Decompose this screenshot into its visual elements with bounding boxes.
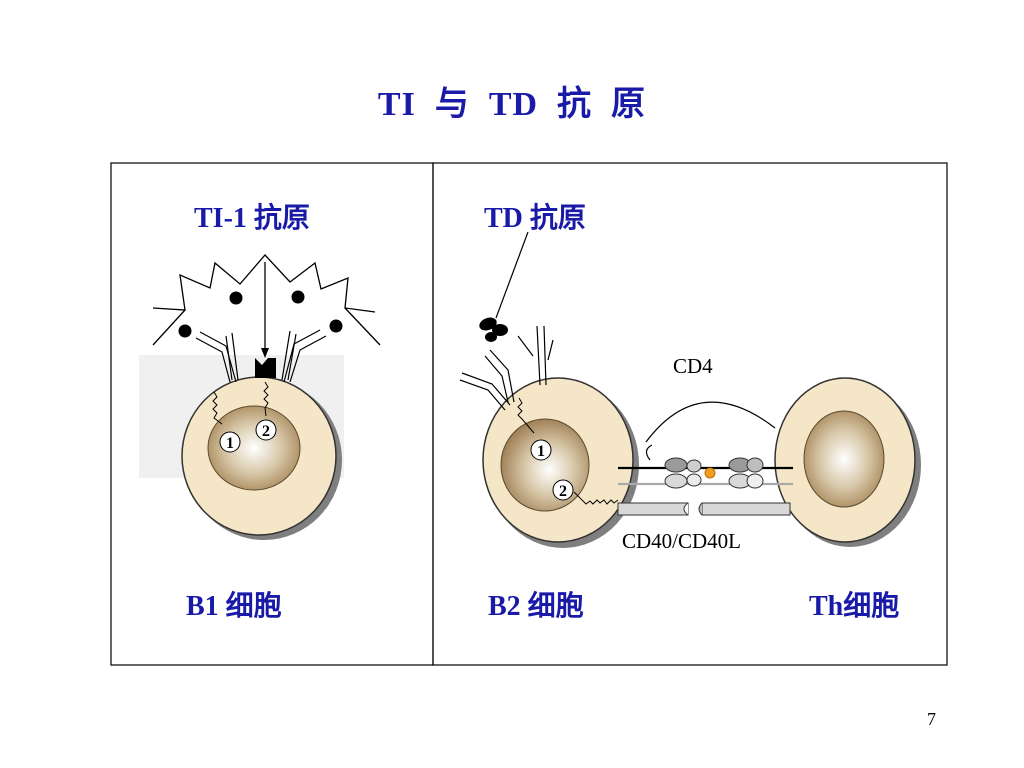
cd4-connector-arc <box>645 401 776 443</box>
mitogen-receptor <box>255 358 276 378</box>
page-number: 7 <box>927 709 936 729</box>
b1-cell-group <box>139 355 344 540</box>
signal-2-wavy-line <box>263 381 269 417</box>
cd4-small-hook <box>645 444 653 461</box>
b2-bcr-right <box>517 325 554 386</box>
signal-1-wavy-line <box>212 391 223 425</box>
signal-1-text: 1 <box>226 435 234 452</box>
b2-cell-label: B2 细胞 <box>488 591 584 622</box>
b2-signal-2-marker <box>552 479 574 501</box>
b2-bcr-left <box>459 349 515 411</box>
b2-signal-2-text: 2 <box>559 483 567 500</box>
ti1-epitope-dot <box>178 324 192 338</box>
td-antigen-label: TD 抗原 <box>484 203 586 234</box>
td-antigen <box>479 317 508 342</box>
ti1-antigen-edge-right <box>344 307 381 346</box>
mitogen-arrowhead <box>261 348 269 358</box>
ti1-antigen-polysaccharide <box>152 254 376 313</box>
ti1-antigen-label: TI-1 抗原 <box>194 203 310 234</box>
ti1-epitope-dot <box>329 319 343 333</box>
ti1-epitope-dot <box>291 290 305 304</box>
right-panel-frame <box>432 162 948 666</box>
b2-cell-group <box>482 377 639 548</box>
b2-nucleus <box>500 418 590 512</box>
slide-title: TI 与 TD 抗 原 <box>377 86 647 123</box>
b1-cell-label: B1 细胞 <box>186 591 282 622</box>
b1-bcr-right <box>281 329 327 383</box>
mhc-peptide-tcr-complex <box>664 457 764 489</box>
td-antigen-pointer <box>495 231 529 319</box>
th-nucleus <box>803 410 885 508</box>
cd40l-molecule <box>698 502 791 516</box>
b1-nucleus <box>207 405 301 491</box>
ti1-epitope-dot <box>229 291 243 305</box>
b2-signal-1-wavy-line <box>517 397 535 434</box>
cd4-label: CD4 <box>673 354 713 378</box>
cd40-cd40l-label: CD40/CD40L <box>622 529 742 553</box>
ti1-antigen-edge-left <box>152 309 186 346</box>
signal-2-text: 2 <box>262 423 270 440</box>
cd40-molecule <box>617 502 689 516</box>
b1-bcr-left <box>195 331 239 383</box>
th-cell-label: Th细胞 <box>809 591 900 622</box>
b2-signal-1-marker <box>530 439 552 461</box>
b2-signal-1-text: 1 <box>537 443 545 460</box>
signal-2-marker <box>255 419 277 441</box>
th-cell-group <box>774 377 921 547</box>
signal-1-marker <box>219 431 241 453</box>
b2-signal-2-wavy-line <box>573 491 619 505</box>
